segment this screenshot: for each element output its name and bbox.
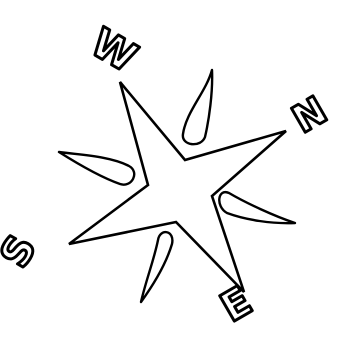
west-label: W (83, 20, 144, 82)
petal-left (59, 152, 134, 185)
north-label: N (285, 88, 335, 142)
south-label: S (0, 228, 46, 276)
east-label: E (213, 278, 260, 332)
petal-upper-right (183, 70, 212, 144)
petal-lower-left (141, 232, 172, 302)
compass-star (69, 82, 286, 292)
petal-right (219, 192, 295, 223)
